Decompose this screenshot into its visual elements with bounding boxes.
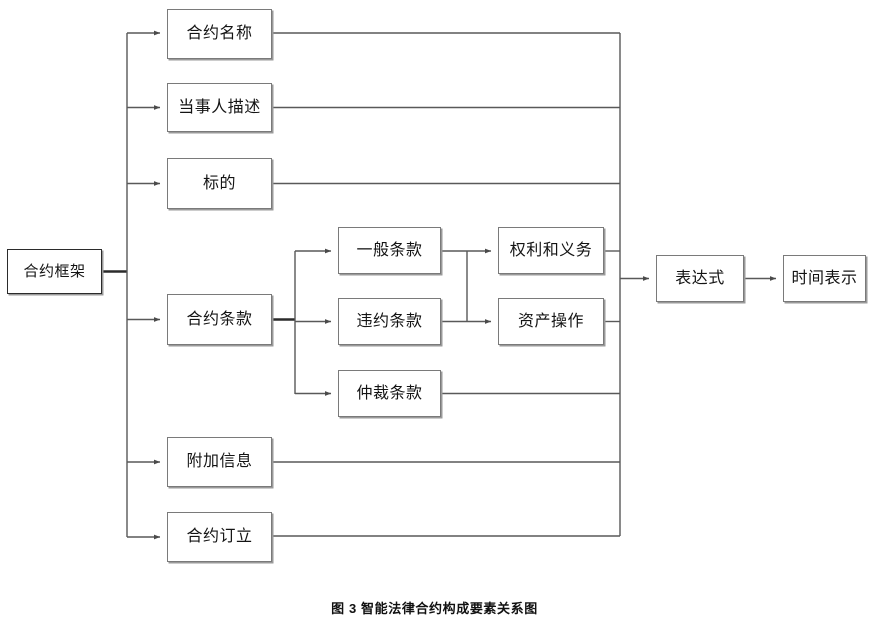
node-label: 仲裁条款 — [356, 384, 423, 402]
node-label: 违约条款 — [356, 312, 423, 330]
node-label: 当事人描述 — [178, 98, 261, 116]
node-time-representation[interactable]: 时间表示 — [783, 255, 866, 302]
node-general-clause[interactable]: 一般条款 — [338, 227, 441, 274]
node-contract-framework[interactable]: 合约框架 — [7, 249, 102, 294]
node-label: 合约订立 — [186, 528, 253, 545]
node-breach-clause[interactable]: 违约条款 — [338, 298, 441, 345]
node-asset-operation[interactable]: 资产操作 — [498, 298, 604, 345]
node-contract-clause[interactable]: 合约条款 — [167, 294, 272, 345]
node-label: 合约名称 — [186, 25, 253, 42]
node-expression[interactable]: 表达式 — [656, 255, 744, 302]
diagram-connectors — [102, 30, 777, 540]
node-label: 附加信息 — [186, 453, 253, 470]
node-party-description[interactable]: 当事人描述 — [167, 83, 272, 132]
node-additional-info[interactable]: 附加信息 — [167, 437, 272, 487]
node-contract-conclusion[interactable]: 合约订立 — [167, 512, 272, 562]
node-label: 合约框架 — [23, 263, 86, 280]
node-label: 表达式 — [675, 269, 725, 287]
node-label: 权利和义务 — [509, 241, 593, 259]
node-label: 合约条款 — [186, 310, 253, 328]
figure-caption: 图 3 智能法律合约构成要素关系图 — [331, 601, 538, 616]
node-contract-name[interactable]: 合约名称 — [167, 9, 272, 59]
node-rights-and-obligations[interactable]: 权利和义务 — [498, 227, 604, 274]
node-label: 标的 — [202, 174, 236, 192]
node-arbitration-clause[interactable]: 仲裁条款 — [338, 370, 441, 417]
node-label: 时间表示 — [791, 269, 858, 287]
node-label: 一般条款 — [356, 241, 423, 259]
node-subject-matter[interactable]: 标的 — [167, 158, 272, 209]
node-label: 资产操作 — [517, 312, 584, 330]
